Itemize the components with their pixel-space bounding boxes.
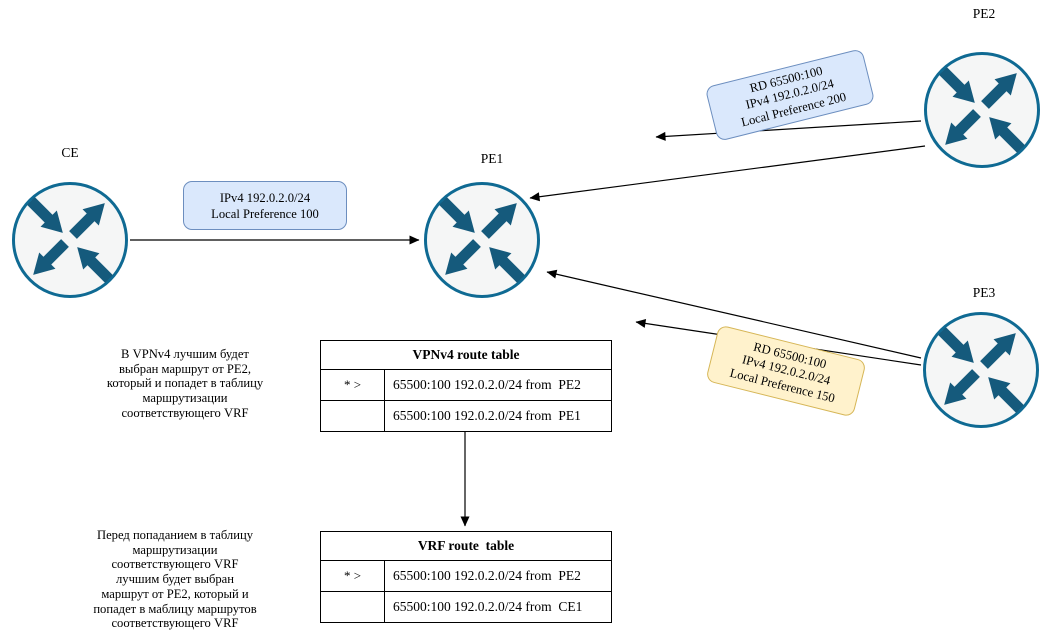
edge-label-pe2-pe1: RD 65500:100 IPv4 192.0.2.0/24 Local Pre… [704, 48, 876, 142]
note-line: соответствующего VRF [121, 405, 249, 420]
note-vrf: Перед попаданием в таблицу маршрутизации… [55, 528, 295, 631]
connector-pe2-pe1 [529, 145, 926, 202]
note-line: который и попадет в таблицу [106, 376, 264, 391]
route-entry: 65500:100 192.0.2.0/24 from PE2 [393, 568, 581, 583]
edge-label-ce-pe1: IPv4 192.0.2.0/24 Local Preference 100 [183, 181, 347, 230]
edge-label-pe3-pe1: RD 65500:100 IPv4 192.0.2.0/24 Local Pre… [705, 324, 867, 418]
route-entry: 65500:100 192.0.2.0/24 from PE2 [393, 377, 581, 392]
note-line: соответствующего VRF [111, 557, 239, 572]
note-line: маршрут от PE2, который и [101, 586, 249, 601]
vrf-route-table-title: VRF route table [321, 532, 611, 561]
note-line: лучшим будет выбран [116, 572, 234, 587]
table-row: * > 65500:100 192.0.2.0/24 from PE2 [321, 561, 611, 591]
note-line: Перед попаданием в таблицу [96, 528, 253, 542]
route-flag [321, 401, 385, 431]
vrf-route-table: VRF route table * > 65500:100 192.0.2.0/… [320, 531, 612, 623]
note-line: попадет в маблицу маршрутов [93, 601, 257, 616]
note-line: маршрутизации [132, 542, 218, 557]
note-vpnv4: В VPNv4 лучшим будет выбран маршрут от P… [65, 347, 305, 421]
router-label-pe2: PE2 [972, 6, 996, 21]
note-line: В VPNv4 лучшим будет [121, 347, 249, 361]
table-row: 65500:100 192.0.2.0/24 from CE1 [321, 591, 611, 622]
router-icon-pe3 [921, 310, 1041, 430]
route-entry: 65500:100 192.0.2.0/24 from CE1 [393, 599, 583, 614]
note-line: маршрутизации [142, 391, 228, 406]
vpnv4-route-table-title: VPNv4 route table [321, 341, 611, 370]
router-label-ce: CE [61, 145, 79, 160]
route-flag: * > [321, 370, 385, 400]
edge-label-line: Local Preference 100 [211, 206, 319, 221]
router-icon-ce [10, 180, 130, 300]
table-row: 65500:100 192.0.2.0/24 from PE1 [321, 400, 611, 431]
router-icon-pe1 [422, 180, 542, 300]
note-line: соответствующего VRF [111, 616, 239, 631]
vpnv4-route-table: VPNv4 route table * > 65500:100 192.0.2.… [320, 340, 612, 432]
table-row: * > 65500:100 192.0.2.0/24 from PE2 [321, 370, 611, 400]
route-flag: * > [321, 561, 385, 591]
router-label-pe1: PE1 [480, 151, 504, 166]
route-entry: 65500:100 192.0.2.0/24 from PE1 [393, 408, 581, 423]
edge-label-line: IPv4 192.0.2.0/24 [219, 190, 311, 205]
route-flag [321, 592, 385, 622]
router-icon-pe2 [922, 50, 1042, 170]
note-line: выбран маршрут от PE2, [118, 361, 252, 376]
router-label-pe3: PE3 [972, 285, 996, 300]
